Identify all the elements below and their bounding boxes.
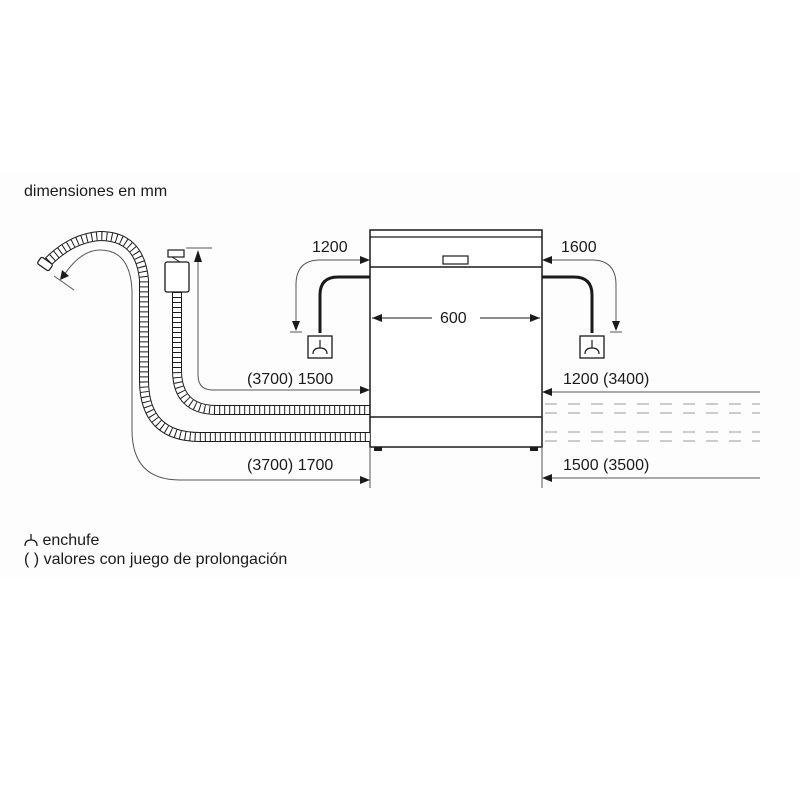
appliance-width: 600 [440, 310, 467, 327]
paren-label: valores con juego de prolongación [43, 551, 288, 568]
paren-symbol: ( ) [24, 551, 40, 568]
drain-hose [37, 230, 370, 442]
drain-hose-end [37, 256, 53, 272]
right-inlet-hose-length: 1200 (3400) [563, 371, 650, 388]
right-power-cord-length: 1600 [561, 239, 597, 256]
aquastop-valve [164, 261, 190, 293]
inlet-hose [164, 249, 370, 415]
left-drain-hose-length: (3700) 1700 [247, 457, 334, 474]
foot-left [374, 447, 382, 451]
foot-right [530, 447, 538, 451]
control-panel-display [442, 255, 469, 265]
left-inlet-hose-length: (3700) 1500 [247, 371, 334, 388]
left-power-cord-length: 1200 [312, 239, 348, 256]
plug-icon [24, 534, 38, 547]
right-drain-hose-length: 1500 (3500) [563, 457, 650, 474]
legend-paren-row: ( ) valores con juego de prolongación [24, 551, 287, 569]
plug-label: enchufe [42, 532, 100, 549]
dishwasher [369, 229, 543, 451]
legend-plug-row: enchufe [24, 531, 99, 550]
units-title: dimensiones en mm [24, 183, 168, 200]
